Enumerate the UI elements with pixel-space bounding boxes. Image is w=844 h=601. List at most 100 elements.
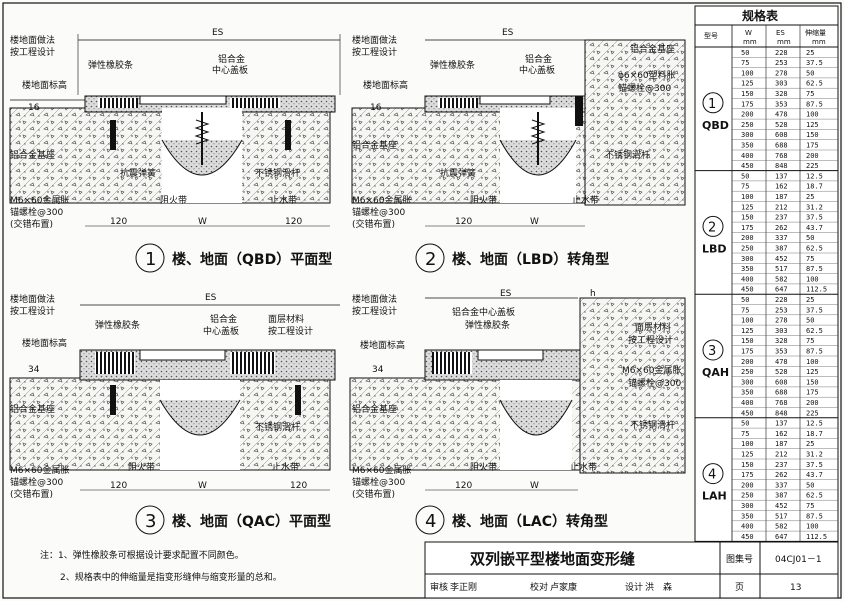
table-cell: 478 bbox=[775, 358, 788, 366]
table-cell: 237 bbox=[775, 214, 788, 222]
note-2: 2、规格表中的伸缩量是指变形缝伸与缩变形量的总和。 bbox=[60, 571, 282, 583]
label-wall-bolt-spacing: 锚螺栓@300 bbox=[628, 377, 681, 389]
label-aluminum-base: 铝合金基座 bbox=[10, 149, 55, 161]
caption-detail-4: 楼、地面（LAC）转角型 bbox=[452, 513, 608, 530]
label-surface-by-design: 按工程设计 bbox=[628, 334, 673, 346]
label-bolt-spacing: 锚螺栓@300 bbox=[10, 206, 63, 218]
table-cell: 112.5 bbox=[806, 533, 827, 541]
table-cell: 262 bbox=[775, 224, 788, 232]
label-aluminum: 铝合金 bbox=[525, 53, 552, 65]
table-cell: 478 bbox=[775, 111, 788, 119]
note-1: 注：1、弹性橡胶条可根据设计要求配置不同颜色。 bbox=[40, 549, 244, 561]
notes: 注：1、弹性橡胶条可根据设计要求配置不同颜色。 2、规格表中的伸缩量是指变形缝伸… bbox=[40, 549, 282, 583]
detail-2: ES 楼地面做法 按工程设计 弹性橡胶条 铝合金 中心盖板 楼地面标高 铝合金基… bbox=[351, 28, 686, 273]
table-cell: 688 bbox=[775, 142, 788, 150]
table-cell: 175 bbox=[741, 224, 754, 232]
table-cell: 100 bbox=[806, 275, 819, 283]
dim-120-right: 120 bbox=[285, 217, 302, 227]
header-expansion-unit: mm bbox=[812, 38, 826, 46]
label-floor-elevation: 楼地面标高 bbox=[360, 339, 405, 351]
table-cell: 43.7 bbox=[806, 471, 823, 479]
label-floor-elevation: 楼地面标高 bbox=[22, 337, 67, 349]
review-label: 审核 bbox=[430, 581, 448, 593]
table-cell: 25 bbox=[806, 193, 814, 201]
detail-3: ES 楼地面做法 按工程设计 弹性橡胶条 铝合金 中心盖板 面层材料 按工程设计… bbox=[9, 293, 340, 535]
table-cell: 87.5 bbox=[806, 265, 823, 273]
table-cell: 37.5 bbox=[806, 306, 823, 314]
table-cell: 137 bbox=[775, 420, 788, 428]
table-cell: 112.5 bbox=[806, 286, 827, 294]
label-fire-strip: 阻火带 bbox=[160, 195, 187, 206]
table-cell: 450 bbox=[741, 533, 754, 541]
es-label: ES bbox=[212, 28, 224, 38]
table-cell: 100 bbox=[741, 440, 754, 448]
group-code: LBD bbox=[702, 242, 727, 255]
table-cell: 100 bbox=[806, 111, 819, 119]
title-block: 双列嵌平型楼地面变形缝 图集号 04CJ01－1 审核 李正刚 校对 卢家康 设… bbox=[424, 541, 839, 599]
reviewer-name: 李正刚 bbox=[450, 581, 477, 593]
caption-detail-3: 楼、地面（QAC）平面型 bbox=[172, 513, 331, 530]
label-bolt-spacing: 锚螺栓@300 bbox=[352, 206, 405, 218]
table-cell: 337 bbox=[775, 234, 788, 242]
table-cell: 300 bbox=[741, 378, 754, 386]
table-cell: 75 bbox=[741, 306, 749, 314]
label-bolt: M6×60金属胀 bbox=[352, 464, 412, 476]
detail-1: ES 楼地面做法 按工程设计 弹性橡胶条 铝合金 中心盖板 楼地面标高 铝合金基… bbox=[9, 28, 341, 273]
label-rubber-strip: 弹性橡胶条 bbox=[95, 319, 140, 331]
table-cell: 400 bbox=[741, 523, 754, 531]
label-aluminum-base: 铝合金基座 bbox=[10, 403, 55, 415]
table-cell: 608 bbox=[775, 378, 788, 386]
label-surface-by-design: 按工程设计 bbox=[268, 325, 313, 337]
atlas-number: 04CJ01－1 bbox=[775, 555, 822, 565]
table-cell: 387 bbox=[775, 245, 788, 253]
dim-34: 34 bbox=[28, 365, 40, 375]
label-staggered: (交错布置) bbox=[352, 218, 395, 230]
label-rubber-strip: 弹性橡胶条 bbox=[430, 59, 475, 71]
table-cell: 350 bbox=[741, 265, 754, 273]
table-cell: 50 bbox=[806, 234, 814, 242]
atlas-label: 图集号 bbox=[726, 553, 753, 565]
label-center-cover: 中心盖板 bbox=[203, 325, 239, 337]
label-floor-method: 楼地面做法 bbox=[10, 34, 55, 46]
label-aluminum-base: 铝合金基座 bbox=[352, 139, 397, 151]
table-cell: 37.5 bbox=[806, 461, 823, 469]
table-cell: 848 bbox=[775, 409, 788, 417]
table-cell: 582 bbox=[775, 523, 788, 531]
table-cell: 125 bbox=[806, 121, 819, 129]
label-surface-material: 面层材料 bbox=[635, 321, 671, 333]
table-cell: 200 bbox=[741, 481, 754, 489]
table-cell: 75 bbox=[806, 337, 814, 345]
es-label: ES bbox=[205, 293, 217, 303]
label-rubber-strip: 弹性橡胶条 bbox=[88, 59, 133, 71]
label-staggered: (交错布置) bbox=[10, 488, 53, 500]
table-cell: 125 bbox=[741, 80, 754, 88]
label-aluminum: 铝合金 bbox=[210, 313, 237, 325]
table-cell: 517 bbox=[775, 265, 788, 273]
label-floor-elevation: 楼地面标高 bbox=[22, 79, 67, 91]
table-cell: 450 bbox=[741, 162, 754, 170]
label-aluminum: 铝合金 bbox=[218, 53, 245, 65]
label-water-stop: 止水带 bbox=[270, 194, 297, 206]
table-cell: 350 bbox=[741, 512, 754, 520]
page-label: 页 bbox=[735, 582, 744, 593]
table-cell: 250 bbox=[741, 492, 754, 500]
table-cell: 125 bbox=[741, 203, 754, 211]
table-cell: 75 bbox=[806, 255, 814, 263]
label-bolt: M6×60金属胀 bbox=[10, 464, 70, 476]
table-cell: 350 bbox=[741, 389, 754, 397]
table-cell: 582 bbox=[775, 275, 788, 283]
table-cell: 768 bbox=[775, 152, 788, 160]
label-staggered: (交错布置) bbox=[352, 488, 395, 500]
table-cell: 75 bbox=[741, 59, 749, 67]
dim-120: 120 bbox=[455, 481, 472, 491]
table-cell: 43.7 bbox=[806, 224, 823, 232]
detail-number-1: 1 bbox=[145, 249, 156, 270]
table-cell: 125 bbox=[741, 451, 754, 459]
es-label: ES bbox=[500, 289, 512, 299]
dim-16: 16 bbox=[370, 103, 382, 113]
header-model: 型号 bbox=[704, 31, 718, 40]
table-cell: 25 bbox=[806, 440, 814, 448]
table-cell: 37.5 bbox=[806, 214, 823, 222]
table-cell: 25 bbox=[806, 49, 814, 57]
